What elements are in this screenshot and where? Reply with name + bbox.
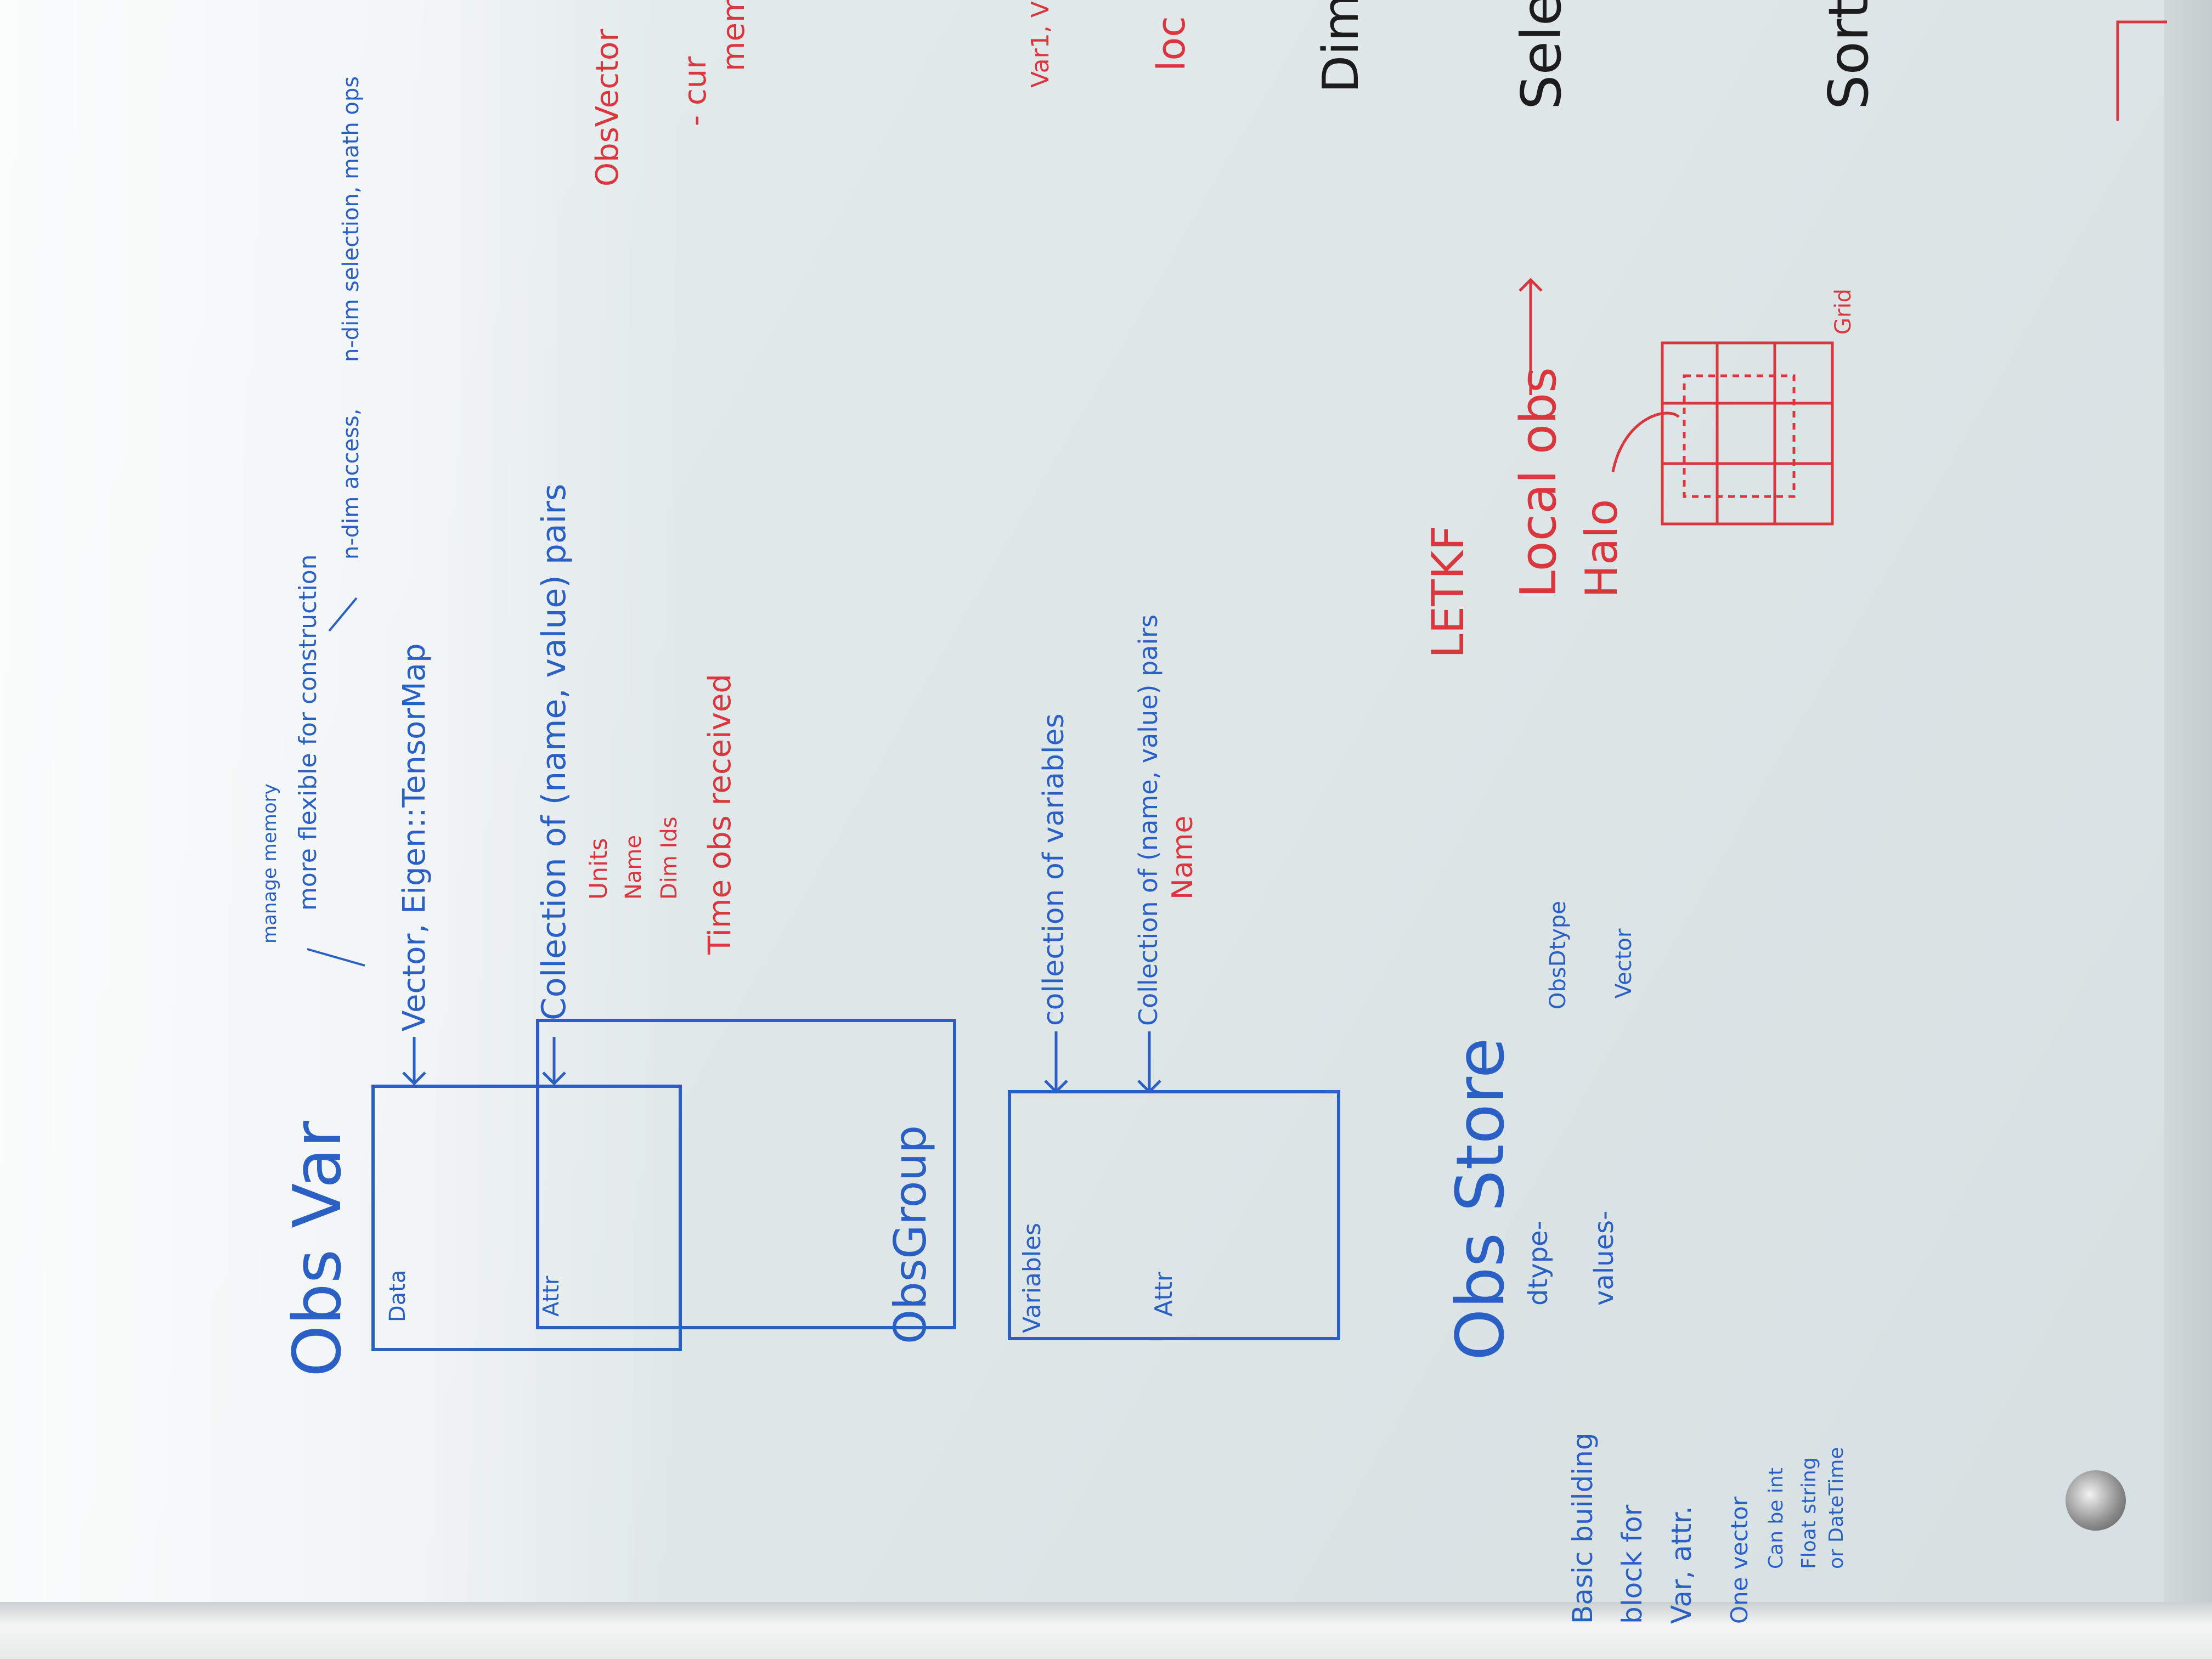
- obsvar-title: Obs Var: [280, 1121, 356, 1377]
- obsstore-field-dtype: dtype-: [1523, 1220, 1554, 1306]
- obsgroup-field-variables: Variables: [1018, 1222, 1046, 1333]
- obsgroup-attr-desc: Collection of (name, value) pairs: [1133, 614, 1163, 1026]
- mounting-standoff: [2066, 1470, 2126, 1531]
- letkf-title: LETKF: [1423, 525, 1474, 658]
- obsstore-box: [536, 1019, 956, 1329]
- obsvar-attr-example: Name: [621, 834, 646, 900]
- var-box-label: Var1, V: [1026, 1, 1054, 88]
- letkf-dim: Dim: [1312, 0, 1370, 93]
- obsvector-note: ObsVector: [590, 29, 625, 187]
- window-reflection: [0, 0, 686, 1659]
- obsstore-dtype-desc: ObsDtype: [1545, 901, 1571, 1009]
- obsvar-note-flexible: more flexible for construction: [294, 554, 322, 911]
- obsstore-note: Var, attr.: [1666, 1505, 1697, 1624]
- manage-memory-arrow: [307, 948, 365, 967]
- board-frame-bottom: [0, 1602, 2212, 1659]
- obsvar-field-data: Data: [385, 1269, 410, 1322]
- obsvar-note-ndim-selection: n-dim selection, math ops: [338, 76, 364, 362]
- letkf-halo: Halo: [1576, 499, 1627, 598]
- var-box-outline: [2116, 20, 2167, 121]
- obsstore-title: Obs Store: [1443, 1037, 1519, 1361]
- eigen-arrow: [328, 597, 358, 632]
- obsstore-note: block for: [1616, 1504, 1648, 1624]
- obsstore-note: Float string: [1798, 1457, 1820, 1569]
- loc-note: loc: [1149, 16, 1194, 71]
- obsvar-note-ndim-access: n-dim access,: [338, 408, 364, 560]
- obsgroup-attr-example: Name: [1166, 815, 1199, 900]
- obsvector-cur-note: - cur: [678, 56, 713, 126]
- letkf-sort: Sort: [1816, 0, 1881, 110]
- obsvar-attr-example: Dim Ids: [657, 816, 682, 900]
- obsstore-note: Can be int: [1765, 1468, 1787, 1569]
- letkf-select: Sele: [1509, 0, 1573, 110]
- obsstore-note: or DateTime: [1825, 1447, 1848, 1569]
- obsstore-note: One vector: [1726, 1496, 1753, 1624]
- obsgroup-variables-desc: collection of variables: [1037, 713, 1070, 1026]
- obsvar-data-desc: Vector, Eigen::TensorMap: [397, 643, 432, 1032]
- obsstore-values-desc: Vector: [1611, 928, 1637, 998]
- obsvar-attr-desc: Collection of (name, value) pairs: [535, 483, 573, 1020]
- obsvar-note-manage: manage memory: [259, 783, 281, 944]
- obsvar-box: [371, 1085, 682, 1351]
- letkf-grid-label: Grid: [1831, 289, 1856, 335]
- obsvector-mem-note: mem: [716, 0, 752, 71]
- grid-drawing: [1611, 341, 1834, 526]
- var-box: [0, 0, 1, 1]
- obsvar-field-attr: Attr: [539, 1276, 564, 1317]
- obsstore-note: Basic building: [1567, 1432, 1599, 1624]
- obsgroup-title: ObsGroup: [885, 1125, 936, 1344]
- obsvar-attr-example: Time obs received: [702, 674, 738, 955]
- letkf-local-obs: Local obs: [1510, 367, 1567, 598]
- obsgroup-box: [1008, 1090, 1340, 1340]
- board-right-edge: [2164, 0, 2212, 1659]
- obsgroup-field-attr: Attr: [1150, 1272, 1178, 1317]
- obsstore-field-values: values-: [1589, 1210, 1620, 1306]
- obsvar-attr-example: Units: [585, 838, 613, 900]
